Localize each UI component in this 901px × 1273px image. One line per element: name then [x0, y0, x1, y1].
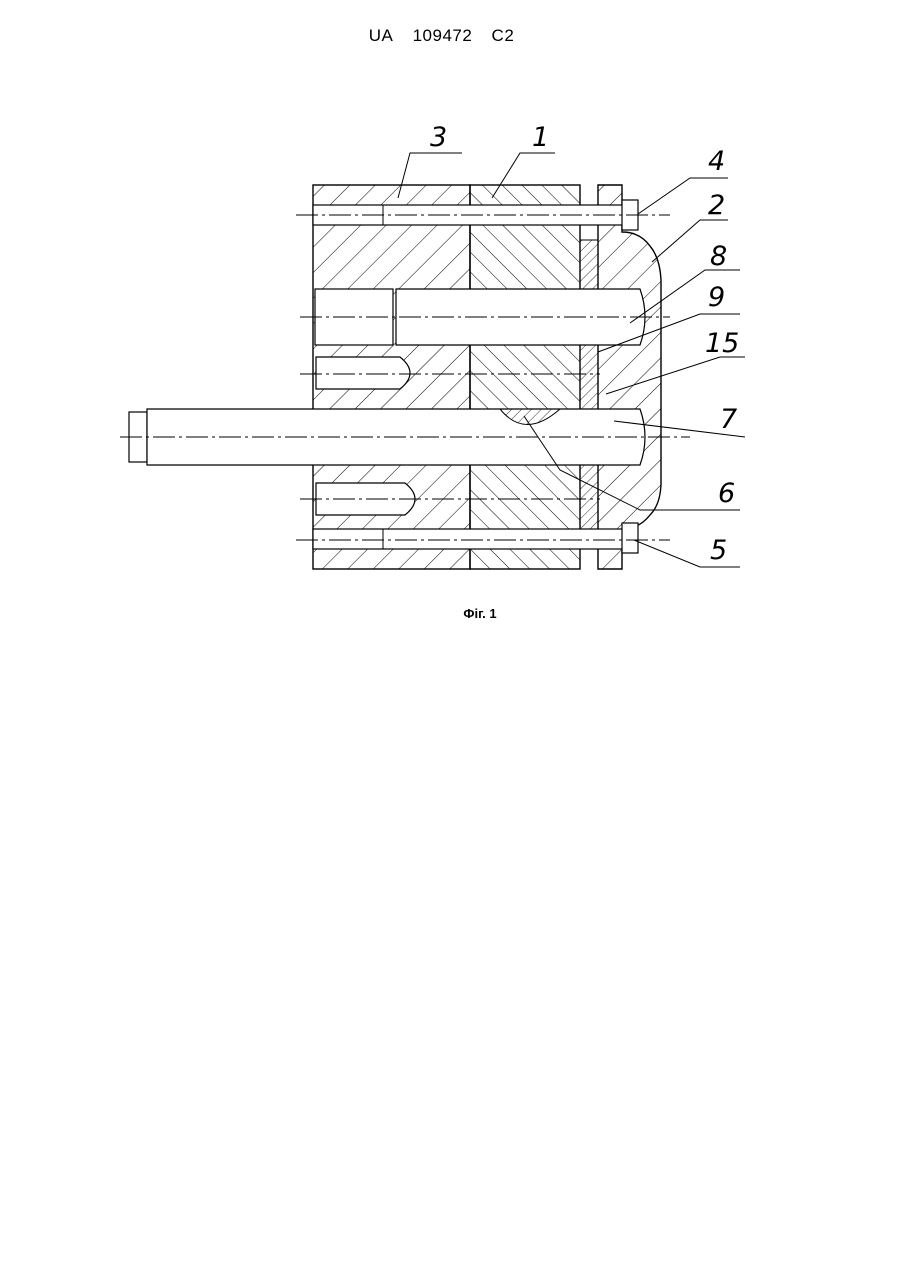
label-7: 7 [720, 404, 737, 435]
label-6: 6 [718, 478, 735, 509]
label-8: 8 [710, 241, 727, 272]
seal-ring-column [580, 240, 598, 530]
label-15: 15 [705, 328, 739, 359]
label-2: 2 [708, 190, 725, 221]
cover-right [598, 185, 661, 569]
label-4: 4 [708, 146, 725, 177]
label-9: 9 [708, 282, 725, 313]
label-3: 3 [430, 122, 447, 153]
housing-middle [470, 185, 580, 569]
figure-caption: Фіг. 1 [0, 606, 901, 621]
slot-upper [316, 357, 410, 389]
label-1: 1 [532, 122, 549, 153]
label-5: 5 [710, 535, 727, 566]
